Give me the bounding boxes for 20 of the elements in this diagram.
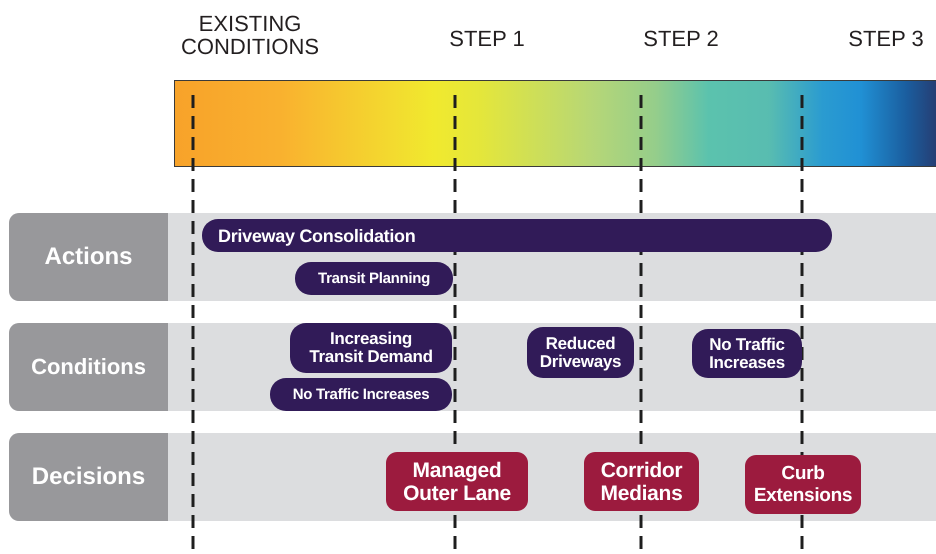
decision-pill: Managed Outer Lane [386, 452, 528, 511]
status-pill: Driveway Consolidation [202, 219, 832, 252]
row-heading: Conditions [9, 323, 168, 411]
stage-label: STEP 1 [448, 27, 526, 50]
row-band [9, 213, 936, 301]
stage-label: STEP 3 [847, 27, 925, 50]
row-heading: Actions [9, 213, 168, 301]
stage-label: STEP 2 [642, 27, 720, 50]
row-band [9, 433, 936, 521]
decision-pill: Curb Extensions [745, 455, 861, 514]
status-pill: Increasing Transit Demand [290, 323, 452, 373]
status-pill: Transit Planning [295, 262, 453, 295]
status-pill: No Traffic Increases [692, 329, 802, 378]
row-band [9, 323, 936, 411]
status-pill: No Traffic Increases [270, 378, 452, 411]
gradient-bar [174, 80, 936, 167]
status-pill: Reduced Driveways [527, 327, 634, 378]
stage-label: EXISTING CONDITIONS [180, 12, 320, 58]
decision-pill: Corridor Medians [584, 452, 699, 511]
row-heading: Decisions [9, 433, 168, 521]
